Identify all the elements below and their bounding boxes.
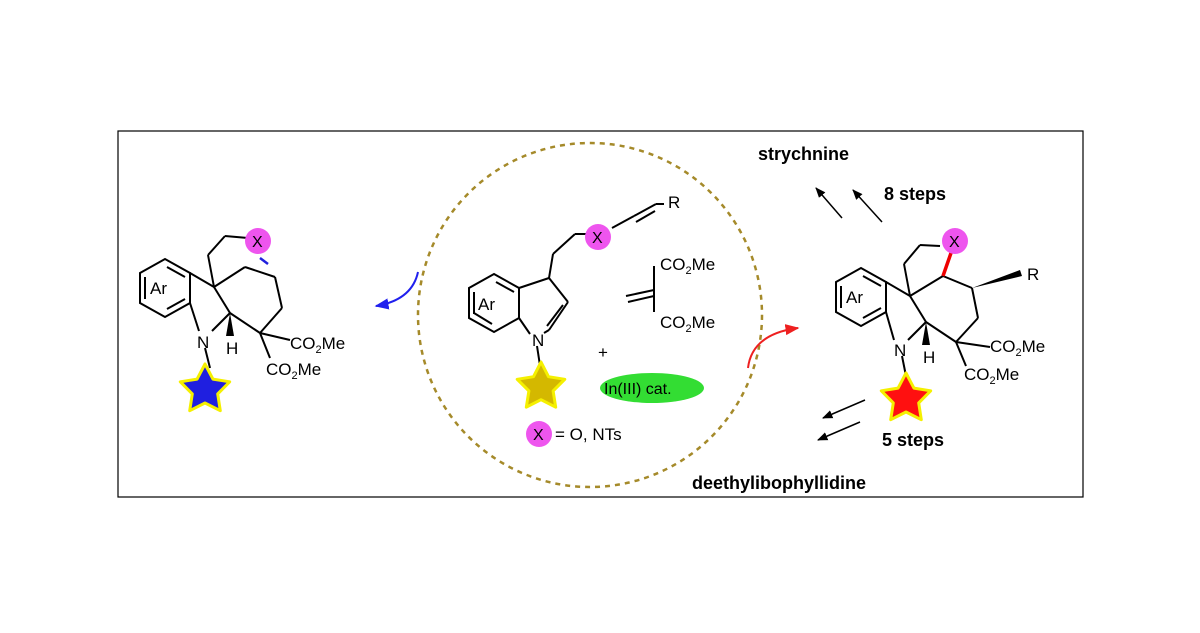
x-definition-circle — [526, 421, 552, 447]
deethyl-arrow-1 — [822, 399, 866, 419]
center-x-circle — [585, 224, 611, 250]
malonate-co2me-bottom: CO2Me — [660, 313, 715, 335]
left-star-icon — [178, 362, 232, 413]
strychnine-label: strychnine — [758, 144, 849, 164]
eight-steps-label: 8 steps — [884, 184, 946, 204]
strychnine-arrow-1 — [815, 187, 843, 219]
right-n-label: N — [894, 341, 906, 360]
catalyst-badge — [600, 373, 704, 403]
deethylibophyllidine-label: deethylibophyllidine — [692, 473, 866, 493]
right-r-label: R — [1027, 265, 1039, 284]
right-co2me-upper: CO2Me — [990, 337, 1045, 359]
scheme-frame — [117, 130, 1084, 498]
left-co2me-lower: CO2Me — [266, 360, 321, 382]
right-star-icon — [879, 371, 933, 422]
right-product — [835, 244, 991, 377]
malonate-co2me-top: CO2Me — [660, 255, 715, 277]
left-x-label: X — [252, 234, 263, 251]
right-reaction-arrow — [747, 324, 800, 369]
left-h-label: H — [226, 339, 238, 358]
left-co2me-upper: CO2Me — [290, 334, 345, 356]
strychnine-arrow-2 — [852, 189, 883, 223]
plus-sign: + — [598, 343, 608, 362]
right-ar-label: Ar — [846, 288, 863, 307]
right-x-label: X — [949, 234, 960, 251]
left-h-wedge — [226, 313, 234, 336]
right-h-label: H — [923, 348, 935, 367]
five-steps-label: 5 steps — [882, 430, 944, 450]
x-definition-x: X — [533, 427, 544, 444]
right-h-wedge — [922, 322, 930, 345]
center-ar-label: Ar — [478, 295, 495, 314]
center-x-label: X — [592, 230, 603, 247]
x-definition-text: = O, NTs — [555, 425, 622, 444]
left-x-circle — [245, 228, 271, 254]
left-reaction-arrow — [374, 271, 419, 310]
deethyl-arrow-2 — [817, 421, 861, 441]
left-n-label: N — [197, 333, 209, 352]
right-co2me-lower: CO2Me — [964, 365, 1019, 387]
center-n-label: N — [532, 331, 544, 350]
catalyst-label: In(III) cat. — [604, 381, 672, 398]
right-x-circle — [942, 228, 968, 254]
right-r-wedge — [972, 270, 1022, 288]
center-substrates — [468, 203, 664, 373]
right-new-bond — [941, 252, 953, 277]
center-r-label: R — [668, 193, 680, 212]
left-dash-bond — [259, 257, 269, 265]
center-star-icon — [515, 360, 567, 409]
left-product — [139, 235, 291, 369]
reaction-circle — [416, 141, 764, 489]
left-ar-label: Ar — [150, 279, 167, 298]
